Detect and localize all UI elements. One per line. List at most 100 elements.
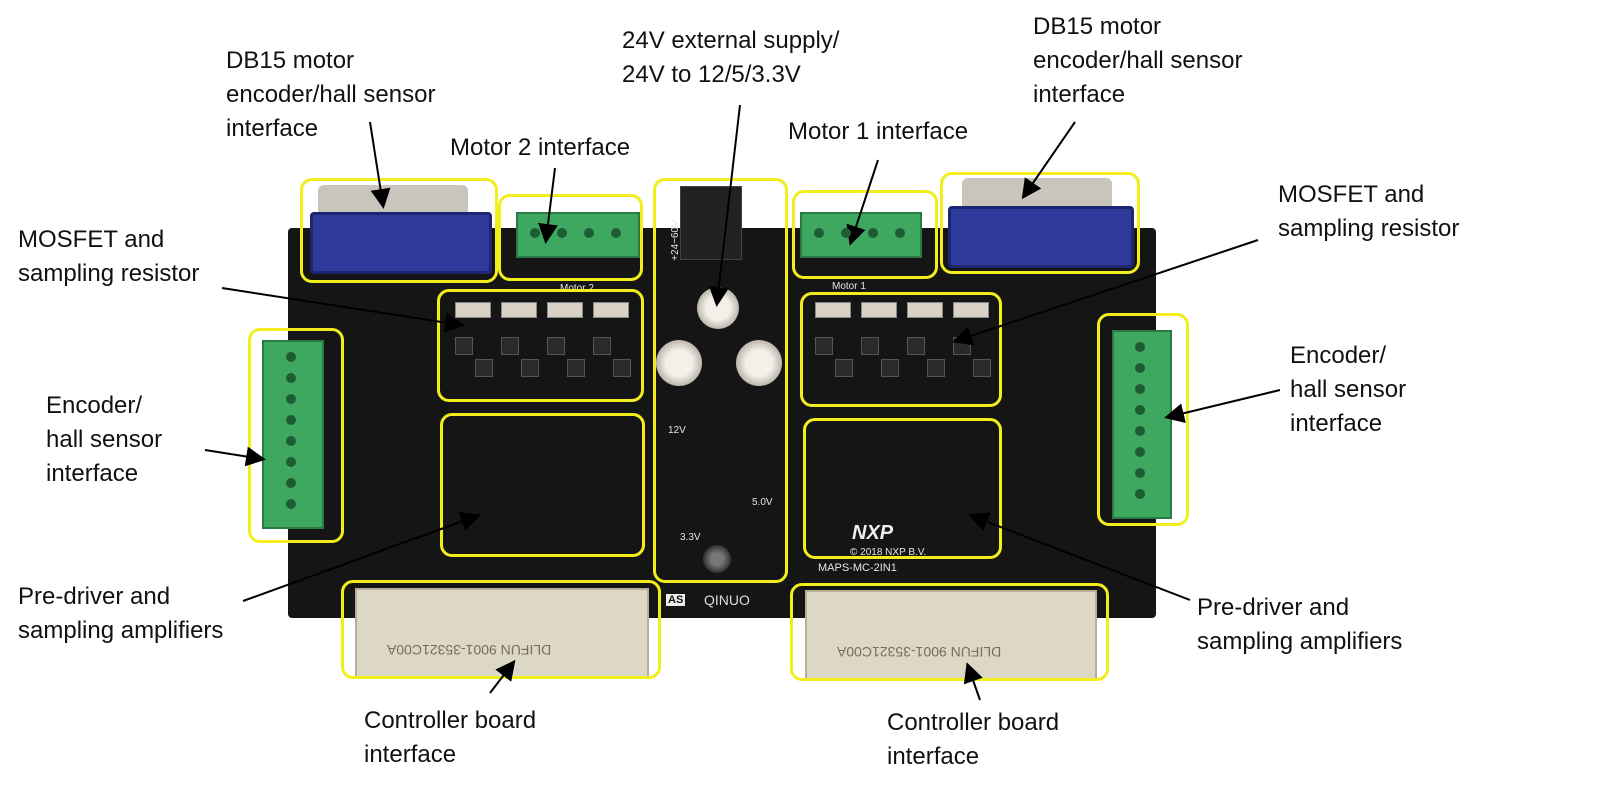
label-line: sampling resistor — [18, 260, 200, 287]
mosfet — [927, 359, 945, 377]
db15-connector-left — [310, 212, 492, 274]
terminal-screw — [841, 228, 851, 238]
terminal-screw — [286, 499, 296, 509]
label-line: Pre-driver and — [18, 583, 171, 610]
terminal-screw — [895, 228, 905, 238]
label-line: sampling resistor — [1278, 215, 1460, 242]
terminal-screw — [286, 373, 296, 383]
label-line: hall sensor — [46, 426, 163, 453]
terminal-screw — [868, 228, 878, 238]
label-line: 24V to 12/5/3.3V — [622, 61, 801, 88]
terminal-screw — [1135, 363, 1145, 373]
silk-12v: 12V — [668, 425, 686, 436]
sampling-resistor — [953, 302, 989, 318]
label-line: Pre-driver and — [1197, 594, 1350, 621]
sampling-resistor — [815, 302, 851, 318]
highlight-predriver-left — [440, 413, 645, 557]
terminal-screw — [286, 415, 296, 425]
label-line: interface — [1290, 410, 1383, 437]
sampling-resistor — [547, 302, 583, 318]
db15-connector-right — [948, 206, 1134, 268]
sampling-resistor — [861, 302, 897, 318]
label-line: sampling amplifiers — [1197, 628, 1403, 655]
arrow — [221, 287, 465, 333]
nxp-logo: NXP — [852, 522, 894, 544]
highlight-encoder-right — [1097, 313, 1189, 526]
terminal-screw — [530, 228, 540, 238]
label-line: interface — [226, 115, 319, 142]
terminal-screw — [286, 457, 296, 467]
label-line: Controller board — [364, 707, 537, 734]
mosfet — [815, 337, 833, 355]
silk-3v3: 3.3V — [680, 532, 701, 543]
arrow — [538, 167, 558, 244]
highlight-predriver-right — [803, 418, 1002, 559]
label-line: DB15 motor — [226, 47, 355, 74]
mosfet — [613, 359, 631, 377]
terminal-screw — [557, 228, 567, 238]
encoder-terminal-right — [1112, 330, 1172, 519]
label-line: Motor 1 interface — [788, 118, 969, 145]
label-motor2: Motor 2 interface — [450, 131, 630, 165]
dc-jack — [680, 186, 742, 260]
label-line: interface — [46, 460, 139, 487]
label-line: Encoder/ — [1290, 342, 1387, 369]
arrow — [369, 121, 391, 209]
highlight-db15-left — [300, 178, 498, 283]
mosfet — [547, 337, 565, 355]
highlight-encoder-left — [248, 328, 344, 543]
silk-5v: 5.0V — [752, 497, 773, 508]
arrow — [489, 659, 516, 694]
capacitor — [656, 340, 702, 386]
terminal-screw — [286, 394, 296, 404]
sampling-resistor — [501, 302, 537, 318]
highlight-mosfet-left — [437, 289, 644, 402]
label-line: Motor 2 interface — [450, 134, 631, 161]
mosfet — [881, 359, 899, 377]
label-line: sampling amplifiers — [18, 617, 224, 644]
silk-motor1: Motor 1 — [832, 281, 866, 292]
encoder-terminal-left — [262, 340, 324, 529]
label-line: 24V external supply/ — [622, 27, 840, 54]
label-controller-left: Controller board interface — [364, 704, 536, 772]
sampling-resistor — [907, 302, 943, 318]
label-encoder-right: Encoder/hall sensor interface — [1290, 339, 1406, 441]
maker-text: QINUO — [704, 592, 750, 608]
terminal-screw — [1135, 426, 1145, 436]
capacitor — [736, 340, 782, 386]
highlight-motor1 — [792, 190, 938, 279]
maker-logo: AS — [666, 594, 686, 606]
terminal-screw — [611, 228, 621, 238]
label-line: encoder/hall sensor — [226, 81, 436, 108]
label-line: DB15 motor — [1033, 13, 1162, 40]
terminal-screw — [1135, 489, 1145, 499]
highlight-controller-right — [790, 583, 1109, 681]
arrow — [242, 512, 481, 602]
label-mosfet-left: MOSFET and sampling resistor — [18, 223, 199, 291]
label-line: Controller board — [887, 709, 1060, 736]
label-line: MOSFET and — [18, 226, 165, 253]
arrow — [846, 159, 879, 246]
mosfet — [455, 337, 473, 355]
silk-motor2: Motor 2 — [560, 283, 594, 294]
arrow — [963, 662, 983, 701]
mosfet — [907, 337, 925, 355]
capacitor — [703, 545, 731, 573]
label-db15-left: DB15 motor encoder/hall sensor interface — [226, 44, 435, 146]
arrow — [708, 104, 741, 307]
label-motor1: Motor 1 interface — [788, 115, 968, 149]
label-line: interface — [364, 741, 457, 768]
label-line: hall sensor — [1290, 376, 1407, 403]
sampling-resistor — [593, 302, 629, 318]
terminal-screw — [1135, 342, 1145, 352]
label-predriver-left: Pre-driver and sampling amplifiers — [18, 580, 223, 648]
terminal-screw — [584, 228, 594, 238]
highlight-power — [653, 178, 788, 583]
mosfet — [973, 359, 991, 377]
terminal-screw — [286, 352, 296, 362]
